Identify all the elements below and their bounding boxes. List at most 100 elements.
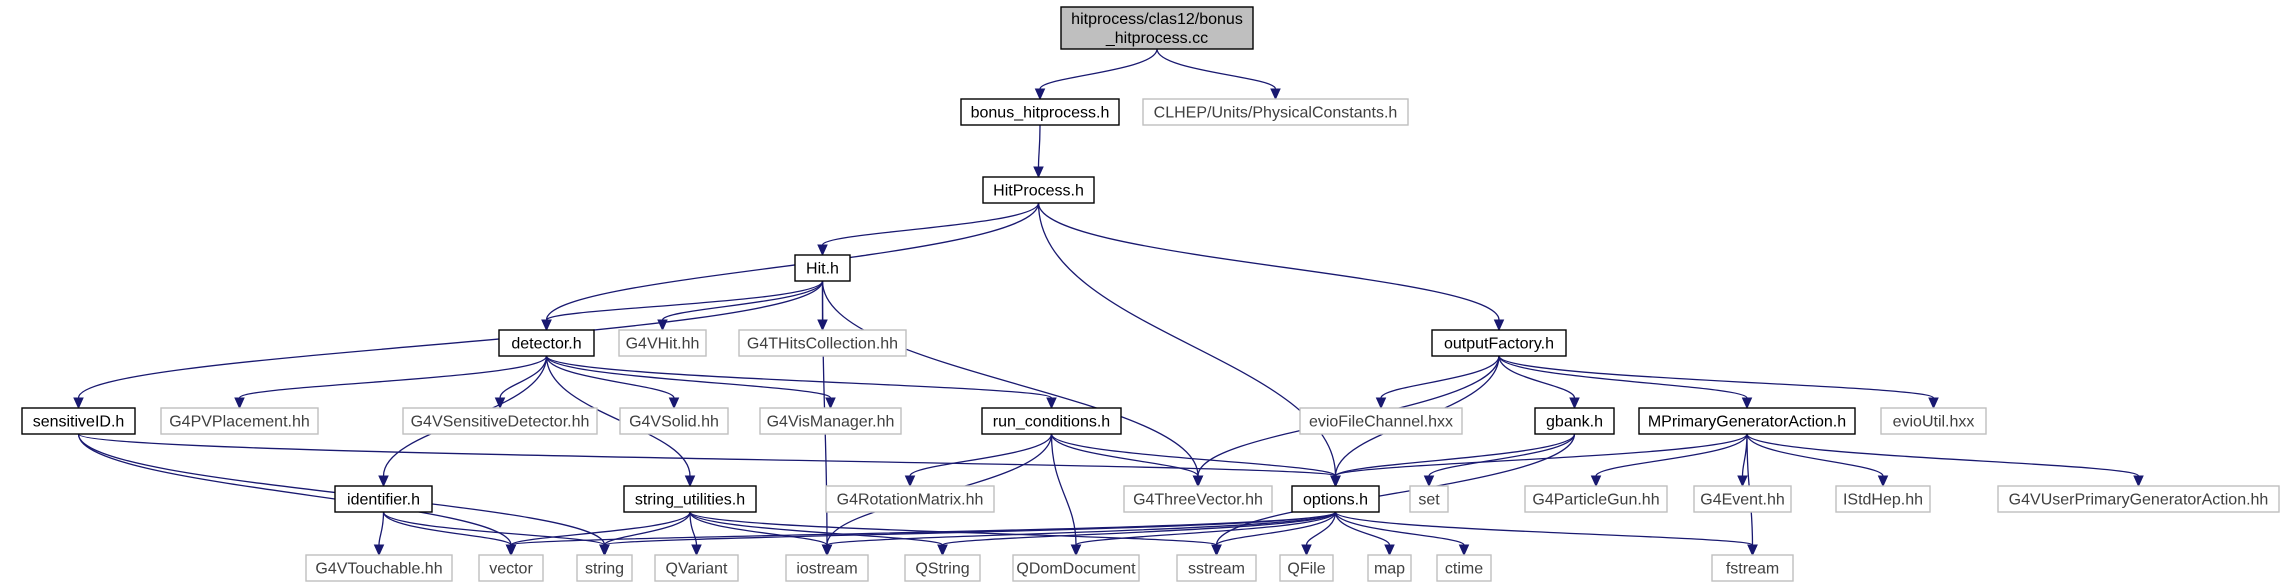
node-detector-h[interactable]: detector.h: [498, 329, 595, 357]
node-box: [654, 554, 739, 582]
node-options-h[interactable]: options.h: [1291, 485, 1380, 513]
edge-mprimary-to-g4particlegun: [1595, 433, 1748, 477]
arrowhead-detector-h-to-string-utilities: [684, 475, 696, 488]
arrowhead-detector-h-to-g4vsolid: [668, 397, 680, 410]
node-g4vismanager: G4VisManager.hh: [759, 407, 902, 435]
arrowhead-options-h-to-string: [599, 544, 610, 557]
edge-gbank-to-set: [1428, 433, 1576, 477]
node-identifier[interactable]: identifier.h: [334, 485, 433, 513]
arrowhead-bonus-hitprocess-to-hitprocess-h: [1033, 166, 1044, 179]
node-box: [1279, 554, 1334, 582]
edge-outputfactory-to-gbank: [1498, 355, 1576, 399]
edge-gbank-to-options-h: [1334, 433, 1576, 477]
node-box: [825, 485, 995, 513]
edge-root-to-physconst: [1156, 48, 1277, 90]
node-label: G4Event.hh: [1700, 492, 1785, 509]
node-box: [794, 254, 851, 282]
arrowhead-hit-h-to-sensitiveid: [73, 397, 84, 410]
node-label: set: [1418, 492, 1440, 509]
node-label: iostream: [796, 561, 857, 578]
edge-detector-h-to-run-conditions: [545, 355, 1053, 399]
node-label: G4RotationMatrix.hh: [837, 492, 984, 509]
edge-identifier-to-string: [382, 511, 606, 546]
node-box: [1123, 485, 1273, 513]
node-g4particlegun: G4ParticleGun.hh: [1524, 485, 1668, 513]
node-label: CLHEP/Units/PhysicalConstants.h: [1154, 105, 1398, 122]
edge-identifier-to-g4vtouchable: [378, 511, 385, 546]
node-label: outputFactory.h: [1444, 336, 1554, 353]
edge-detector-h-to-string-utilities: [545, 355, 691, 477]
edge-string-utilities-to-qstring: [689, 511, 944, 546]
edge-hit-h-to-sensitiveid: [77, 280, 824, 399]
arrowhead-string-utilities-to-qvariant: [691, 544, 702, 557]
edge-run-conditions-to-g4threevector: [1050, 433, 1199, 477]
arrowhead-options-h-to-qdomdocument: [1070, 544, 1082, 557]
node-box: [623, 485, 757, 513]
edge-detector-h-to-g4vsolid: [545, 355, 675, 399]
node-mprimary[interactable]: MPrimaryGeneratorAction.h: [1638, 407, 1856, 435]
node-box: [738, 329, 907, 357]
node-label: evioUtil.hxx: [1893, 414, 1975, 431]
node-box: [904, 554, 981, 582]
edge-identifier-to-vector: [382, 511, 512, 546]
arrowhead-root-to-bonus-hitprocess: [1034, 88, 1046, 101]
arrowhead-options-h-to-vector: [505, 544, 517, 557]
edge-options-h-to-sstream: [1215, 511, 1337, 546]
node-box: [1409, 485, 1449, 513]
edge-hitprocess-h-to-outputfactory: [1037, 202, 1500, 321]
node-hitprocess-h[interactable]: HitProcess.h: [982, 176, 1095, 204]
edge-mprimary-to-options-h: [1334, 433, 1748, 477]
node-gbank[interactable]: gbank.h: [1534, 407, 1615, 435]
edge-options-h-to-ctime: [1334, 511, 1465, 546]
node-run-conditions[interactable]: run_conditions.h: [981, 407, 1122, 435]
arrowhead-options-h-to-sstream: [1211, 544, 1222, 557]
node-box: [982, 176, 1095, 204]
node-label: QFile: [1287, 561, 1325, 578]
edge-outputfactory-to-eviofilechannel: [1380, 355, 1500, 399]
arrowhead-outputfactory-to-evioutil: [1928, 397, 1939, 410]
edge-string-utilities-to-string: [603, 511, 691, 546]
node-label: G4VSensitiveDetector.hh: [411, 414, 590, 431]
node-iostream: iostream: [785, 554, 869, 582]
edge-mprimary-to-g4vuserprimary: [1746, 433, 2140, 477]
node-label: run_conditions.h: [993, 414, 1110, 431]
node-g4threevector: G4ThreeVector.hh: [1123, 485, 1273, 513]
node-string-utilities[interactable]: string_utilities.h: [623, 485, 757, 513]
node-label: IStdHep.hh: [1843, 492, 1923, 509]
node-g4vhit: G4VHit.hh: [618, 329, 707, 357]
edge-run-conditions-to-g4rotmatrix: [909, 433, 1053, 477]
node-label: G4PVPlacement.hh: [169, 414, 310, 431]
node-label: G4VHit.hh: [626, 336, 700, 353]
node-box: [498, 329, 595, 357]
arrowhead-options-h-to-map: [1384, 544, 1395, 557]
node-box: [759, 407, 902, 435]
node-box: [981, 407, 1122, 435]
node-root[interactable]: hitprocess/clas12/bonus_hitprocess.cc: [1060, 6, 1254, 50]
arrowhead-hit-h-to-detector-h: [541, 319, 552, 332]
edge-options-h-to-map: [1334, 511, 1391, 546]
node-box: [785, 554, 869, 582]
node-bonus-hitprocess[interactable]: bonus_hitprocess.h: [960, 98, 1120, 126]
node-label: _hitprocess.cc: [1105, 30, 1208, 47]
node-box: [1291, 485, 1380, 513]
node-qfile: QFile: [1279, 554, 1334, 582]
node-label: fstream: [1726, 561, 1779, 578]
node-eviofilechannel: evioFileChannel.hxx: [1299, 407, 1463, 435]
edge-options-h-to-qdomdocument: [1075, 511, 1337, 546]
node-hit-h[interactable]: Hit.h: [794, 254, 851, 282]
edge-detector-h-to-g4vismanager: [545, 355, 832, 399]
node-sensitiveid[interactable]: sensitiveID.h: [21, 407, 136, 435]
node-outputfactory[interactable]: outputFactory.h: [1431, 329, 1567, 357]
arrowhead-mprimary-to-istdhep: [1877, 475, 1889, 488]
node-label: ctime: [1445, 561, 1483, 578]
edge-root-to-bonus-hitprocess: [1039, 48, 1158, 90]
edge-bonus-hitprocess-to-hitprocess-h: [1037, 124, 1041, 168]
edge-string-utilities-to-iostream: [689, 511, 828, 546]
node-label: G4VTouchable.hh: [315, 561, 442, 578]
arrowhead-run-conditions-to-g4rotmatrix: [904, 475, 916, 488]
arrowhead-run-conditions-to-g4threevector: [1192, 475, 1204, 488]
node-label: map: [1374, 561, 1405, 578]
node-fstream: fstream: [1711, 554, 1794, 582]
arrowhead-hitprocess-h-to-outputfactory: [1493, 319, 1505, 332]
